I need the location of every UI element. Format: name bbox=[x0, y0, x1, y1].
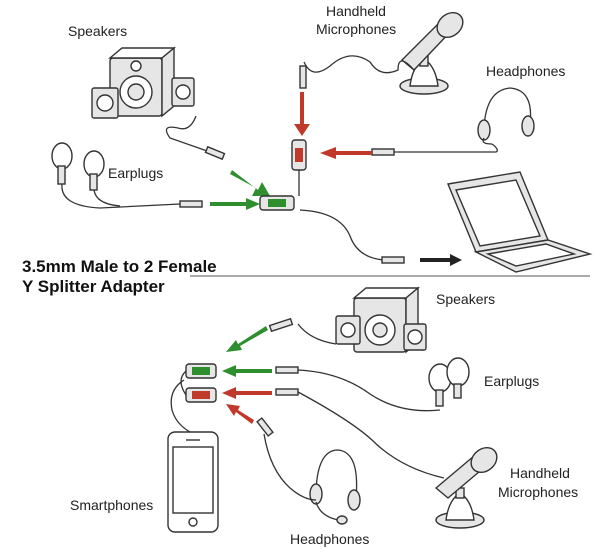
label-headphones-top: Headphones bbox=[486, 63, 565, 79]
splitter-adapter-bottom bbox=[180, 363, 217, 403]
microphone-icon-top bbox=[399, 11, 464, 95]
label-microphone-top-2: Microphones bbox=[316, 21, 396, 37]
cables-bottom bbox=[170, 323, 445, 501]
label-earplugs-bottom: Earplugs bbox=[484, 373, 539, 389]
label-microphone-top-1: Handheld bbox=[326, 3, 386, 19]
label-earplugs-top: Earplugs bbox=[108, 165, 163, 181]
label-microphone-bottom-2: Microphones bbox=[498, 484, 578, 500]
cables-top bbox=[61, 55, 498, 261]
earplugs-icon-top bbox=[51, 142, 105, 191]
speakers-icon-bottom bbox=[335, 286, 427, 354]
earplugs-icon-bottom bbox=[428, 357, 470, 407]
smartphone-icon bbox=[167, 431, 219, 533]
label-smartphones: Smartphones bbox=[70, 497, 153, 513]
title-line-1: 3.5mm Male to 2 Female bbox=[22, 257, 217, 276]
arrows-bottom bbox=[222, 326, 272, 424]
laptop-icon bbox=[447, 171, 593, 273]
label-speakers-top: Speakers bbox=[68, 23, 127, 39]
splitter-adapter-top bbox=[259, 139, 307, 211]
plugs-bottom bbox=[256, 317, 299, 437]
label-headphones-bottom: Headphones bbox=[290, 531, 369, 547]
label-microphone-bottom-1: Handheld bbox=[510, 465, 570, 481]
label-speakers-bottom: Speakers bbox=[436, 291, 495, 307]
headphones-icon-bottom bbox=[309, 449, 361, 525]
microphone-icon-bottom bbox=[434, 446, 498, 529]
arrows-top bbox=[210, 92, 462, 266]
headphones-icon-top bbox=[477, 87, 535, 145]
speakers-icon-top bbox=[91, 46, 195, 119]
title-line-2: Y Splitter Adapter bbox=[22, 277, 165, 296]
